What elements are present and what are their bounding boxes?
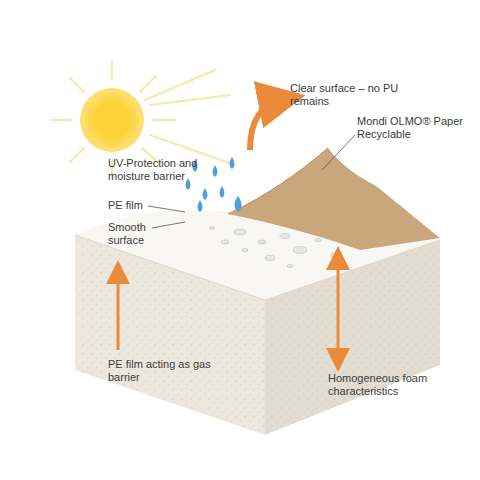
annotation-label: PE film	[108, 199, 148, 212]
annotation-label: PE film acting as gas barrier	[108, 358, 218, 384]
annotation-label: Homogeneous foam characteristics	[328, 372, 438, 398]
annotation-label: Mondi OLMO® Paper Recyclable	[357, 115, 475, 141]
annotation-label: UV-Protection and moisture barrier	[108, 157, 220, 183]
annotation-label: Clear surface – no PU remains	[290, 82, 400, 108]
annotation-label: Smooth surface	[108, 221, 153, 247]
